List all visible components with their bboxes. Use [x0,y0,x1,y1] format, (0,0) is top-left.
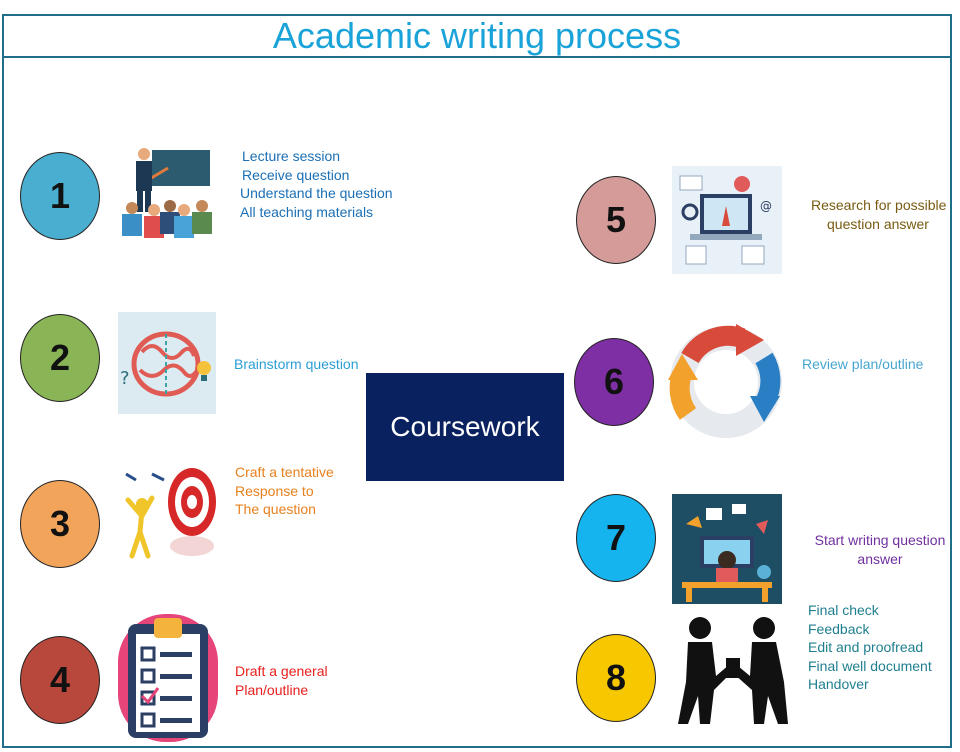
step-4-number: 4 [49,659,71,700]
writing-desk-icon [672,494,782,604]
step-1-circle: 1 [20,152,100,240]
step-1-number: 1 [49,175,71,216]
step-7-text: Start writing question answer [811,531,949,568]
step-3-line: Response to [235,482,314,499]
step-3-line: The question [235,501,316,517]
step-8-circle: 8 [576,634,656,722]
step-5-circle: 5 [576,176,656,264]
step-5-text: Research for possible question answer [811,196,947,233]
step-7-number: 7 [605,517,627,558]
step-3-number: 3 [49,503,71,544]
step-4-line: Plan/outline [235,681,309,698]
lecture-presentation-icon [122,148,212,238]
handover-people-icon [678,617,788,724]
step-6-line: Review plan/outline [802,356,924,372]
step-8-number: 8 [605,657,627,698]
step-2-circle: 2 [20,314,100,402]
cycle-arrows-icon [668,324,782,438]
coursework-box: Coursework [366,373,564,481]
step-1-line: Lecture session [242,148,341,164]
step-8-line: Edit and proofread [808,639,924,655]
step-3-text: Craft a tentative Response to The questi… [235,463,334,519]
step-4-circle: 4 [20,636,100,724]
step-2-line: Brainstorm question [234,356,359,372]
step-5-number: 5 [605,199,627,240]
step-7-line: answer [857,550,903,567]
step-4-text: Draft a general Plan/outline [235,662,328,699]
title-bar: Academic writing process [2,14,952,58]
step-2-number: 2 [49,337,71,378]
research-laptop-icon: @ [672,166,782,274]
step-3-circle: 3 [20,480,100,568]
step-1-text: Lecture session Receive question Underst… [240,147,393,221]
step-5-line: question answer [827,215,929,232]
clipboard-checklist-icon [118,614,218,742]
step-8-line: Handover [808,676,869,692]
step-5-line: Research for possible [811,197,947,213]
step-8-text: Final check Feedback Edit and proofread … [808,601,932,694]
target-dart-icon [125,468,216,559]
diagram-frame [2,14,952,748]
svg-text:@: @ [760,199,772,213]
svg-text:?: ? [120,368,130,389]
brain-idea-icon: ? [118,312,216,414]
step-8-line: Feedback [808,620,870,637]
step-6-circle: 6 [574,338,654,426]
diagram-title: Academic writing process [272,15,682,56]
step-6-number: 6 [603,361,625,402]
step-2-text: Brainstorm question [234,355,359,374]
step-6-text: Review plan/outline [802,355,923,374]
step-1-line: Receive question [242,166,350,183]
step-7-line: Start writing question [814,532,946,548]
step-1-line: All teaching materials [240,203,374,220]
step-7-circle: 7 [576,494,656,582]
step-8-line: Final check [808,602,879,618]
step-8-line: Final well document [808,657,932,674]
step-3-line: Craft a tentative [235,464,334,480]
coursework-label: Coursework [390,411,540,442]
step-1-line: Understand the question [240,185,393,201]
step-4-line: Draft a general [235,663,328,679]
